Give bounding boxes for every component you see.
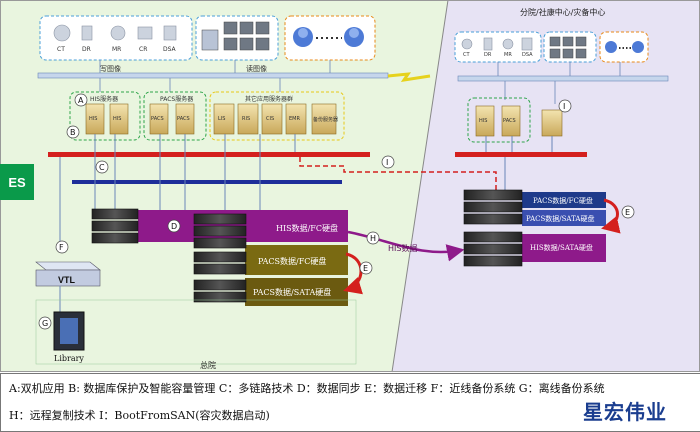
main-user-icons bbox=[293, 27, 364, 47]
branch-device-dr: DR bbox=[484, 52, 492, 58]
vtl-device bbox=[35, 261, 101, 287]
branch-pacs-sata-band bbox=[522, 210, 606, 226]
library-label: Library bbox=[54, 354, 84, 363]
marker-g: G bbox=[42, 319, 49, 328]
device-label-dsa: DSA bbox=[163, 46, 176, 53]
branch-lan-bar bbox=[457, 75, 669, 82]
pacs-server-1-label: PACS bbox=[151, 116, 164, 122]
device-label-ct: CT bbox=[57, 46, 65, 53]
marker-e-main: E bbox=[363, 264, 369, 273]
main-san-links bbox=[59, 134, 296, 250]
main-lan-drops bbox=[99, 60, 331, 92]
marker-c: C bbox=[99, 163, 105, 172]
marker-h: H bbox=[370, 234, 377, 243]
his-server-1-label: HIS bbox=[89, 116, 98, 122]
pacs-group-label: PACS服务器 bbox=[160, 96, 194, 103]
wan-link bbox=[387, 72, 431, 83]
branch-device-mr: MR bbox=[504, 52, 512, 58]
pacs-server-group bbox=[143, 91, 207, 141]
pacs-server-2-label: PACS bbox=[177, 116, 190, 122]
branch-device-dsa: DSA bbox=[522, 52, 533, 58]
legend-box: A:双机应用 B: 数据库保护及智能容量管理 C：多链路技术 D：数据同步 E：… bbox=[0, 373, 700, 432]
device-label-mr: MR bbox=[112, 46, 122, 53]
main-storage-racks bbox=[91, 208, 247, 303]
library-panel bbox=[60, 318, 78, 344]
other-server-lis-label: LIS bbox=[218, 116, 226, 122]
other-group-label: 其它应用服务器群 bbox=[245, 96, 294, 103]
branch-his-sata-band bbox=[522, 234, 606, 262]
branch-pacs-sata-label: PACS数据/SATA硬盘 bbox=[526, 215, 595, 223]
marker-i-main: I bbox=[386, 158, 389, 167]
branch-his-sata-label: HIS数据/SATA硬盘 bbox=[530, 244, 593, 252]
branch-device-ct: CT bbox=[463, 52, 470, 58]
his-replication-link bbox=[347, 230, 465, 262]
read-image-label: 读图像 bbox=[246, 65, 267, 73]
branch-server-his-label: HIS bbox=[479, 118, 488, 124]
vtl-label: VTL bbox=[58, 275, 75, 285]
main-footer-frame bbox=[35, 299, 357, 365]
main-pacs-fc-label: PACS数据/FC硬盘 bbox=[258, 257, 327, 266]
his-server-2-label: HIS bbox=[113, 116, 122, 122]
marker-i-branch: I bbox=[563, 102, 566, 111]
other-server-backup-label: 备份服务器 bbox=[313, 117, 339, 123]
device-label-dr: DR bbox=[82, 46, 91, 53]
branch-site-area bbox=[392, 0, 700, 372]
other-server-emr-label: EMR bbox=[289, 116, 300, 122]
main-lan-bar bbox=[37, 72, 389, 79]
es-tag: ES bbox=[0, 164, 34, 200]
marker-d: D bbox=[171, 222, 178, 231]
other-server-cis-label: CIS bbox=[266, 116, 275, 122]
device-label-cr: CR bbox=[139, 46, 148, 53]
marker-f: F bbox=[59, 243, 64, 252]
main-his-fc-label: HIS数据/FC硬盘 bbox=[276, 224, 338, 233]
main-san-bus-red bbox=[48, 152, 370, 157]
branch-server-group bbox=[467, 97, 531, 143]
branch-site-label: 分院/社康中心/灾备中心 bbox=[520, 8, 606, 17]
boot-from-san-link bbox=[299, 157, 497, 192]
main-viewer-screens bbox=[201, 21, 270, 51]
his-server-group bbox=[69, 91, 141, 141]
main-pacs-fc-band bbox=[245, 245, 348, 275]
branch-pacs-fc-band bbox=[522, 192, 606, 208]
marker-b: B bbox=[70, 128, 76, 137]
site-divider bbox=[391, 0, 449, 373]
his-group-label: HIS服务器 bbox=[90, 96, 119, 103]
main-server-boxes bbox=[85, 103, 337, 135]
marker-e-branch: E bbox=[625, 208, 631, 217]
main-san-bus-blue bbox=[72, 180, 342, 184]
branch-pacs-fc-label: PACS数据/FC硬盘 bbox=[533, 197, 593, 205]
branch-lan-drops bbox=[497, 62, 621, 104]
legend-line-2: H：远程复制技术 I：BootFromSAN(容灾数据启动) bbox=[9, 409, 270, 422]
main-pacs-sata-label: PACS数据/SATA硬盘 bbox=[253, 288, 332, 297]
main-modality-icons bbox=[53, 24, 177, 42]
marker-a: A bbox=[78, 96, 84, 105]
legend-line-1: A:双机应用 B: 数据库保护及智能容量管理 C：多链路技术 D：数据同步 E：… bbox=[9, 382, 605, 395]
other-server-group bbox=[209, 91, 345, 141]
branch-modality-icons bbox=[461, 37, 533, 51]
brand-logo-text: 星宏伟业 bbox=[583, 400, 667, 424]
branch-storage-racks bbox=[463, 189, 523, 267]
write-image-label: 写图像 bbox=[100, 65, 121, 73]
branch-viewer-screens bbox=[549, 36, 587, 59]
marker-circles bbox=[38, 93, 635, 330]
branch-san-links bbox=[485, 136, 553, 190]
branch-migration-arrow bbox=[601, 198, 621, 234]
main-pacs-sata-band bbox=[245, 278, 348, 306]
other-server-ris-label: RIS bbox=[242, 116, 251, 122]
branch-server-pacs-label: PACS bbox=[503, 118, 516, 124]
branch-san-bus-red bbox=[455, 152, 587, 157]
his-link-label: HIS数据 bbox=[388, 244, 418, 253]
branch-server-boxes bbox=[475, 105, 563, 137]
branch-user-icons bbox=[605, 41, 644, 53]
main-site-label: 总院 bbox=[200, 361, 216, 370]
